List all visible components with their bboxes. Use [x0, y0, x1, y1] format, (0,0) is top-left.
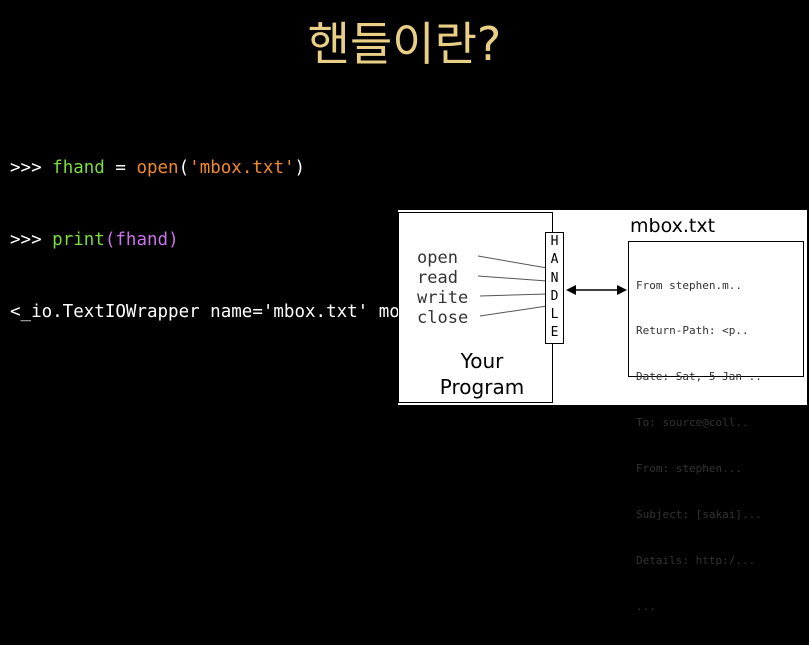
code-line-1: >>> fhand = open('mbox.txt') [10, 156, 653, 180]
file-line: ... [636, 599, 656, 613]
file-lines: From stephen.m.. Return-Path: <p.. Date:… [636, 247, 762, 645]
file-line: From stephen.m.. [636, 278, 742, 292]
file-line: To: source@coll.. [636, 416, 749, 430]
file-line: From: stephen... [636, 462, 742, 476]
operation-open: open [417, 248, 458, 268]
line-read [477, 275, 548, 282]
file-contents-box: From stephen.m.. Return-Path: <p.. Date:… [628, 241, 804, 613]
function-print: print [52, 230, 105, 250]
line-close [479, 305, 548, 317]
paren-close: ) [168, 230, 179, 250]
code-line-2: >>> print(fhand) [10, 228, 653, 252]
connector-lines [477, 255, 627, 317]
paren-open: ( [178, 158, 190, 178]
file-line: Subject: [sakai]... [636, 508, 762, 522]
handle-letter: N [550, 270, 559, 286]
operation-close: close [417, 308, 469, 328]
handle-letter: E [550, 325, 559, 341]
prompt: >>> [10, 158, 53, 178]
variable-fhand: fhand [52, 158, 105, 178]
handle-letter: L [550, 307, 559, 323]
function-open: open [136, 158, 179, 178]
file-line: Date: Sat, 5 Jan .. [636, 370, 762, 384]
line-open [477, 255, 548, 269]
operations-list: open read write close [417, 248, 468, 328]
prompt: >>> [10, 230, 53, 250]
file-title: mbox.txt [630, 215, 716, 237]
file-line: Details: http:/... [636, 553, 756, 567]
line-write [479, 293, 548, 297]
handle-letter: D [550, 288, 559, 304]
paren-close: ) [294, 158, 306, 178]
operation-read: read [417, 268, 458, 288]
program-label-line-1: Your [460, 349, 504, 373]
string-argument: 'mbox.txt' [189, 158, 295, 178]
program-box: open read write close [398, 212, 553, 403]
paren-open: ( [104, 230, 116, 250]
program-label: Your Program [398, 348, 566, 400]
slide-title: 핸들이란? [307, 17, 502, 71]
program-label-line-2: Program [439, 375, 525, 399]
operation-write: write [417, 288, 469, 308]
handle-diagram: open read write close Your Program H A N… [398, 210, 807, 613]
handle-letter: H [550, 234, 559, 249]
argument-fhand: fhand [115, 230, 169, 250]
arrow-right-head [617, 285, 627, 295]
handle-letter: A [550, 252, 559, 268]
file-line: Return-Path: <p.. [636, 324, 749, 338]
assign-operator: = [104, 158, 137, 178]
handle-box: H A N D L E [545, 232, 564, 344]
arrow-left-head [566, 285, 576, 295]
